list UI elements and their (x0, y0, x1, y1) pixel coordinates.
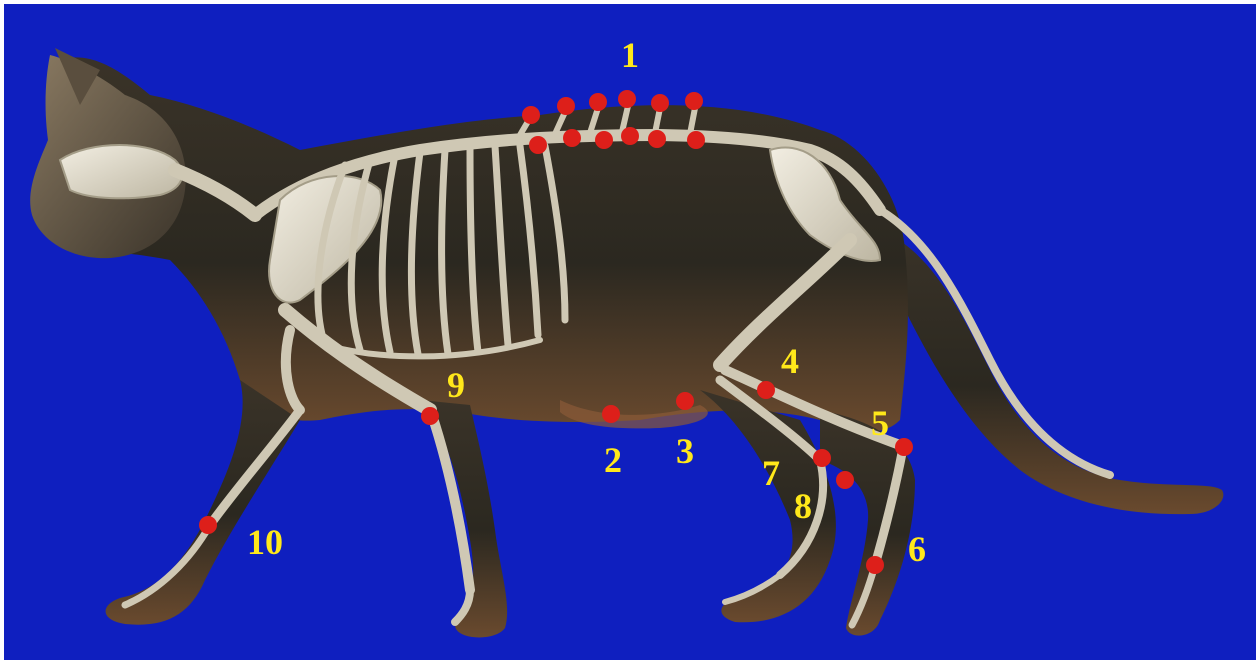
marker-4 (757, 381, 775, 399)
label-2: 2 (604, 440, 622, 480)
marker-1i (595, 131, 613, 149)
label-8: 8 (794, 486, 812, 526)
marker-1j (621, 127, 639, 145)
marker-1a (522, 106, 540, 124)
label-4: 4 (781, 341, 799, 381)
label-6: 6 (908, 529, 926, 569)
marker-1l (687, 131, 705, 149)
skull (60, 145, 182, 198)
marker-1k (648, 130, 666, 148)
marker-1g (529, 136, 547, 154)
tail (870, 230, 1223, 514)
label-9: 9 (447, 365, 465, 405)
marker-2 (602, 405, 620, 423)
label-1: 1 (621, 35, 639, 75)
marker-6 (866, 556, 884, 574)
label-3: 3 (676, 431, 694, 471)
front-leg-far (106, 380, 300, 625)
cat-skeleton-figure: 1 2 3 4 5 6 7 8 9 10 (4, 4, 1256, 660)
marker-1h (563, 129, 581, 147)
marker-1b (557, 97, 575, 115)
marker-7 (813, 449, 831, 467)
marker-5 (895, 438, 913, 456)
marker-8 (836, 471, 854, 489)
marker-10 (199, 516, 217, 534)
marker-3 (676, 392, 694, 410)
marker-1d (618, 90, 636, 108)
label-10: 10 (247, 522, 283, 562)
label-5: 5 (871, 403, 889, 443)
diagram-frame: 1 2 3 4 5 6 7 8 9 10 (4, 4, 1256, 660)
marker-1f (685, 92, 703, 110)
marker-1c (589, 93, 607, 111)
marker-1e (651, 94, 669, 112)
marker-9 (421, 407, 439, 425)
label-7: 7 (762, 453, 780, 493)
front-leg-near (420, 400, 507, 637)
hind-leg-far (700, 390, 836, 622)
